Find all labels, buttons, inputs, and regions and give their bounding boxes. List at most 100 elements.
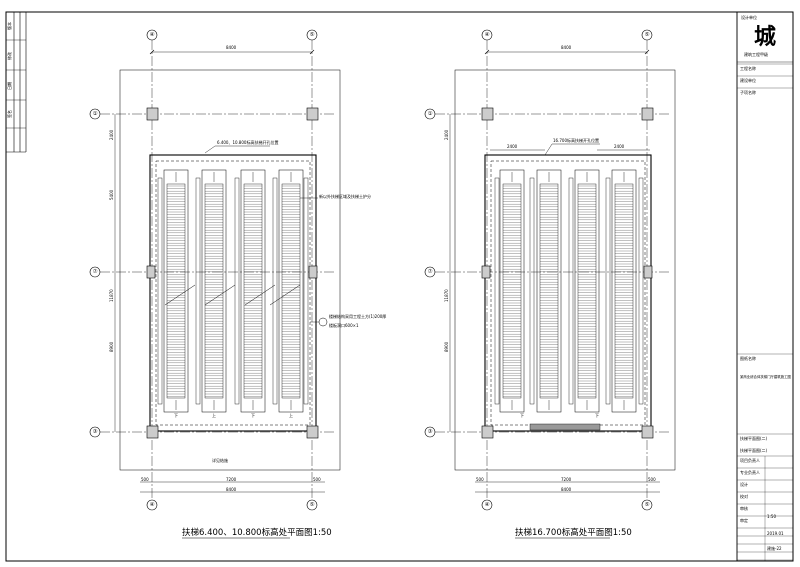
stair-direction: 下 [251, 413, 255, 418]
revision-label: 版本 [6, 22, 12, 30]
column [481, 265, 491, 279]
rail [157, 177, 163, 405]
stair-direction: 下 [520, 413, 524, 418]
rail [494, 177, 500, 405]
title-block-label: 专业负责人 [740, 469, 760, 475]
axis-label: ③ [428, 429, 433, 435]
left-plan: 下上下上 8400 2400 5400 11870 8900 500 7200 … [89, 29, 386, 539]
dimension-bottom: 7200 [561, 477, 572, 482]
rail [638, 177, 644, 405]
sheet-number: 建施-22 [767, 545, 782, 551]
escalator [278, 169, 304, 413]
axis-label: ① [93, 111, 98, 117]
dimension-bottom-total: 8400 [561, 487, 572, 492]
plan-note: 16.700标高扶梯开孔位置 [553, 137, 599, 143]
drawing-scale: 1:50 [767, 514, 776, 519]
title-block: 设计单位 城 建筑工程甲级 工程名称建设单位子项名称图纸名称扶梯平面图(二)项目… [736, 11, 794, 562]
dimension-vertical: 8900 [109, 341, 114, 352]
drawing-date: 2019.01 [767, 531, 784, 536]
column [306, 107, 319, 121]
column [306, 425, 319, 439]
dimension-bottom: 500 [476, 477, 484, 482]
escalator [163, 169, 189, 413]
rail [303, 177, 309, 405]
dimension-bottom: 500 [313, 477, 321, 482]
title-block-rows: 工程名称建设单位子项名称图纸名称扶梯平面图(二)项目负责人专业负责人设计校对审核… [737, 63, 793, 561]
axis-label: ④ [485, 502, 490, 508]
dimension-top: 8400 [226, 45, 237, 50]
axis-label: ③ [93, 429, 98, 435]
right-plan-title: 扶梯16.700标高处平面图1:50 [515, 527, 632, 538]
stair-direction: 上 [212, 412, 216, 418]
column [146, 107, 159, 121]
title-block-label: 子项名称 [740, 89, 756, 95]
plan-note: 6.400、10.800标高扶梯开孔位置 [217, 139, 278, 145]
title-block-label: 审定 [740, 517, 748, 523]
dimension-vertical: 5400 [109, 189, 114, 200]
axis-label: ④ [150, 32, 155, 38]
axis-label: ④ [485, 32, 490, 38]
escalator [611, 169, 637, 413]
column [146, 265, 156, 279]
column [146, 425, 159, 439]
stair-direction: 上 [289, 412, 293, 418]
dimension-inner: 2400 [507, 144, 518, 149]
company-logo: 城 [754, 24, 776, 50]
rail [605, 177, 611, 405]
column [643, 265, 653, 279]
rail [234, 177, 240, 405]
column [308, 265, 318, 279]
dimension-bottom: 500 [648, 477, 656, 482]
dimension-top: 8400 [561, 45, 572, 50]
axis-label: ⑦ [428, 268, 433, 275]
axis-label: ① [428, 111, 433, 117]
escalator [240, 169, 266, 413]
company-name: 设计单位 [741, 14, 757, 20]
axis-label: ④ [150, 502, 155, 508]
revision-strip: 版本 修改 日期 签名 [6, 12, 27, 153]
stair-direction: 下 [595, 413, 599, 418]
plan-note: 楼板洞口600×1 [329, 322, 359, 328]
company-cert: 建筑工程甲级 [744, 51, 768, 57]
axis-label: ⑦ [93, 268, 98, 275]
project-name: 某商业综合体扶梯门厅建筑施工图 [740, 374, 791, 379]
title-block-label: 项目负责人 [740, 457, 760, 463]
left-plan-title: 扶梯6.400、10.800标高处平面图1:50 [182, 527, 332, 538]
escalator-group: 下下 [494, 169, 644, 418]
drawing-name: 扶梯平面图(二) [740, 447, 768, 453]
title-block-label: 设计 [740, 481, 748, 487]
escalator [536, 169, 562, 413]
column [641, 107, 654, 121]
revision-label: 日期 [6, 82, 12, 90]
column [481, 425, 494, 439]
title-block-label: 审核 [740, 505, 748, 511]
dimension-vertical: 2400 [109, 129, 114, 140]
dimension-vertical: 11870 [109, 289, 114, 302]
escalator [499, 169, 525, 413]
rail [272, 177, 278, 405]
title-block-label: 扶梯平面图(二) [740, 435, 768, 441]
dimension-inner: 2400 [614, 144, 625, 149]
column [481, 107, 494, 121]
title-block-label: 建设单位 [740, 77, 756, 83]
escalator [574, 169, 600, 413]
revision-label: 签名 [6, 110, 12, 118]
dimension-vertical: 2400 [444, 129, 449, 140]
dimension-bottom-total: 8400 [226, 487, 237, 492]
dimension-bottom: 500 [141, 477, 149, 482]
dimension-vertical: 8900 [444, 341, 449, 352]
rail [529, 177, 535, 405]
title-block-label: 图纸名称 [740, 355, 756, 361]
axis-label: ⑤ [645, 32, 650, 38]
axis-label: ⑤ [645, 502, 650, 508]
column [641, 425, 654, 439]
right-plan: 下下 8400 2400 2400 2400 11870 8900 500 72… [424, 29, 676, 539]
revision-label: 修改 [6, 52, 12, 60]
stair-direction: 下 [174, 413, 178, 418]
escalator [201, 169, 227, 413]
escalator-group: 下上下上 [157, 169, 309, 418]
axis-label: ⑤ [310, 502, 315, 508]
rail [195, 177, 201, 405]
rail [568, 177, 574, 405]
